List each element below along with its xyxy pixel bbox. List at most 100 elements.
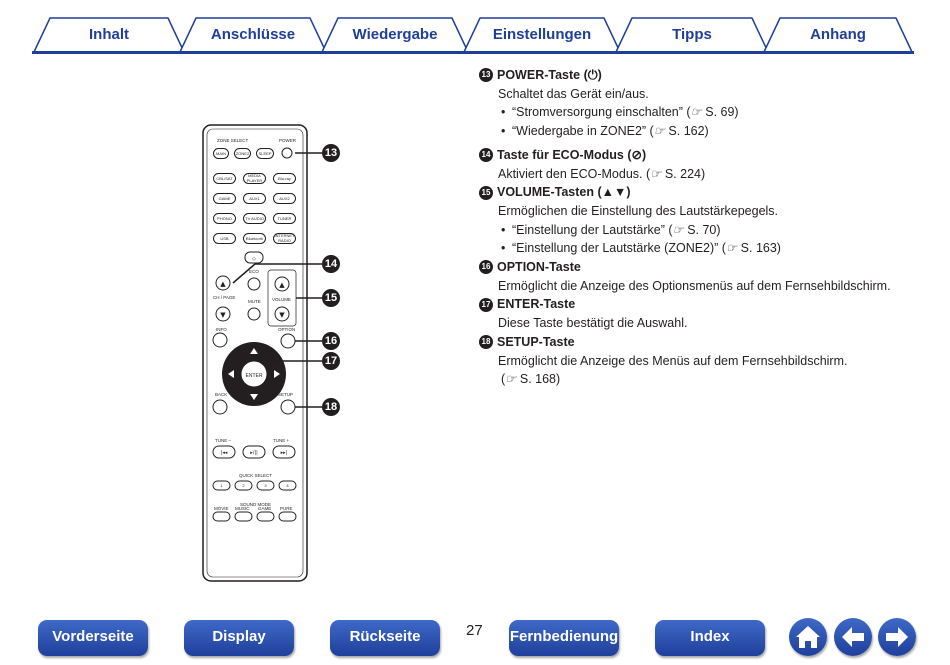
list-item: “Wiedergabe in ZONE2” (☞ S. 162) — [479, 122, 919, 141]
back-label: BACK — [215, 392, 228, 397]
callout-18: 18 — [322, 398, 340, 416]
section-description: Ermöglichen die Einstellung des Lautstär… — [498, 203, 779, 218]
page-reference-link[interactable]: S. 69) — [701, 105, 739, 120]
callout-16: 16 — [322, 332, 340, 350]
svg-text:▲: ▲ — [220, 280, 226, 288]
home-glyph — [796, 626, 820, 648]
pointing-hand-icon: ☞ — [690, 105, 702, 120]
nav-button-vorderseite[interactable]: Vorderseite — [38, 620, 148, 656]
tab-einstellungen[interactable]: Einstellungen — [492, 26, 592, 43]
source-button-phono[interactable]: PHONO — [213, 213, 236, 224]
quick-select-1[interactable]: 1 — [220, 483, 223, 488]
nav-button-fernbedienung[interactable]: Fernbedienung — [509, 620, 619, 656]
nav-button-index[interactable]: Index — [655, 620, 765, 656]
source-button-media-player[interactable]: MEDIA PLAYER — [243, 173, 266, 184]
page-reference-link[interactable]: S. 162) — [664, 124, 709, 139]
section-description: Ermöglicht die Anzeige des Menüs auf dem… — [498, 353, 848, 368]
sound-mode-game-label: GAME — [258, 506, 272, 511]
svg-text:ENTER: ENTER — [246, 373, 263, 379]
page-reference-link[interactable]: S. 168) — [516, 372, 561, 387]
list-item: “Einstellung der Lautstärke” (☞ S. 70) — [479, 221, 919, 240]
svg-text:▸▸|: ▸▸| — [281, 450, 288, 456]
tab-underline — [32, 51, 914, 54]
source-button-tv-audio[interactable]: TV AUDIO — [243, 213, 266, 224]
nav-button-display[interactable]: Display — [184, 620, 294, 656]
home-icon[interactable] — [789, 618, 827, 656]
source-button-aux1[interactable]: AUX1 — [243, 193, 266, 204]
source-button-internet-radio[interactable]: INTERNET RADIO — [273, 233, 296, 244]
mute-label: MUTE — [248, 299, 261, 304]
source-button-game[interactable]: GAME — [213, 193, 236, 204]
callout-14: 14 — [322, 255, 340, 273]
info-label: INFO — [216, 327, 227, 332]
sound-mode-music-label: MUSIC — [235, 506, 250, 511]
svg-text:▸/||: ▸/|| — [250, 450, 258, 456]
source-button-tuner[interactable]: TUNER — [273, 213, 296, 224]
arrow-left-glyph — [842, 627, 864, 647]
svg-text:◇: ◇ — [252, 256, 256, 262]
section-title: VOLUME-Tasten (▲▼) — [497, 185, 631, 200]
tab-outlines — [33, 17, 913, 53]
quick-select-4[interactable]: 4 — [286, 483, 289, 488]
arrow-left-icon[interactable] — [834, 618, 872, 656]
arrow-right-icon[interactable] — [878, 618, 916, 656]
callout-15: 15 — [322, 289, 340, 307]
page-number: 27 — [466, 622, 483, 639]
svg-text:▼: ▼ — [220, 311, 226, 319]
pointing-hand-icon: ☞ — [725, 241, 738, 256]
nav-button-rueckseite[interactable]: Rückseite — [330, 620, 440, 656]
tab-inhalt[interactable]: Inhalt — [89, 26, 129, 43]
section-description-ref: (☞ S. 168) — [501, 372, 561, 387]
power-label: POWER — [279, 138, 297, 143]
number-badge: 16 — [479, 260, 493, 275]
page-reference-link[interactable]: S. 224) — [661, 166, 706, 181]
sound-mode-pure-label: PURE — [280, 506, 293, 511]
section-option: 16 OPTION-Taste Ermöglicht die Anzeige de… — [479, 258, 919, 295]
option-label: OPTION — [278, 327, 296, 332]
quick-select-2[interactable]: 2 — [242, 483, 245, 488]
pointing-hand-icon: ☞ — [505, 372, 517, 387]
page-reference-link[interactable]: S. 70) — [683, 222, 721, 237]
tab-tipps[interactable]: Tipps — [672, 26, 712, 43]
volume-label: VOLUME — [272, 297, 292, 302]
sound-mode-movie-label: MOVIE — [214, 506, 229, 511]
section-description: Aktiviert den ECO-Modus. (☞ S. 224) — [498, 166, 706, 181]
section-title: Taste für ECO-Modus (⊘) — [497, 147, 647, 162]
zone2-button[interactable]: ZONE2 — [234, 148, 251, 159]
quick-select-3[interactable]: 3 — [264, 483, 267, 488]
source-button-aux2[interactable]: AUX2 — [273, 193, 296, 204]
number-badge: 14 — [479, 148, 493, 163]
tab-wiedergabe[interactable]: Wiedergabe — [352, 26, 438, 43]
section-title: POWER-Taste (⏻) — [497, 68, 602, 82]
svg-text:|◂◂: |◂◂ — [221, 450, 228, 456]
section-description: Ermöglicht die Anzeige des Optionsmenüs … — [498, 278, 891, 293]
source-button-usb[interactable]: USB — [213, 233, 236, 244]
section-title: SETUP-Taste — [497, 334, 575, 349]
svg-text:▲: ▲ — [279, 281, 285, 289]
source-button-blu-ray[interactable]: Blu-ray — [273, 173, 296, 184]
svg-text:▼: ▼ — [279, 311, 285, 319]
list-item: “Einstellung der Lautstärke (ZONE2)” (☞ … — [479, 239, 919, 258]
list-item: “Stromversorgung einschalten” (☞ S. 69) — [479, 103, 919, 122]
callout-13: 13 — [322, 144, 340, 162]
tab-anhang[interactable]: Anhang — [810, 26, 866, 43]
source-button-cbl-sat[interactable]: CBL/SAT — [213, 173, 236, 184]
source-button-bluetooth[interactable]: Bluetooth — [243, 233, 266, 244]
tune-minus-label: TUNE – — [215, 438, 232, 443]
section-title: ENTER-Taste — [497, 297, 576, 312]
tab-anschluesse[interactable]: Anschlüsse — [210, 26, 296, 43]
sleep-button[interactable]: SLEEP — [256, 148, 274, 159]
ch-page-label: CH / PAGE — [213, 295, 236, 300]
zone-select-label: ZONE SELECT — [217, 138, 249, 143]
main-zone-button[interactable]: MAIN — [213, 148, 229, 159]
pointing-hand-icon: ☞ — [653, 124, 665, 139]
section-eco: 14 Taste für ECO-Modus (⊘) Aktiviert den … — [479, 146, 919, 183]
eco-label: ECO — [249, 269, 259, 274]
section-title: OPTION-Taste — [497, 260, 581, 275]
remote-control-illustration: ENTER ▲ ▼ ▲ ▼ |◂◂ ▸/|| ▸▸| ◇ — [200, 124, 340, 582]
page-reference-link[interactable]: S. 163) — [737, 241, 781, 256]
